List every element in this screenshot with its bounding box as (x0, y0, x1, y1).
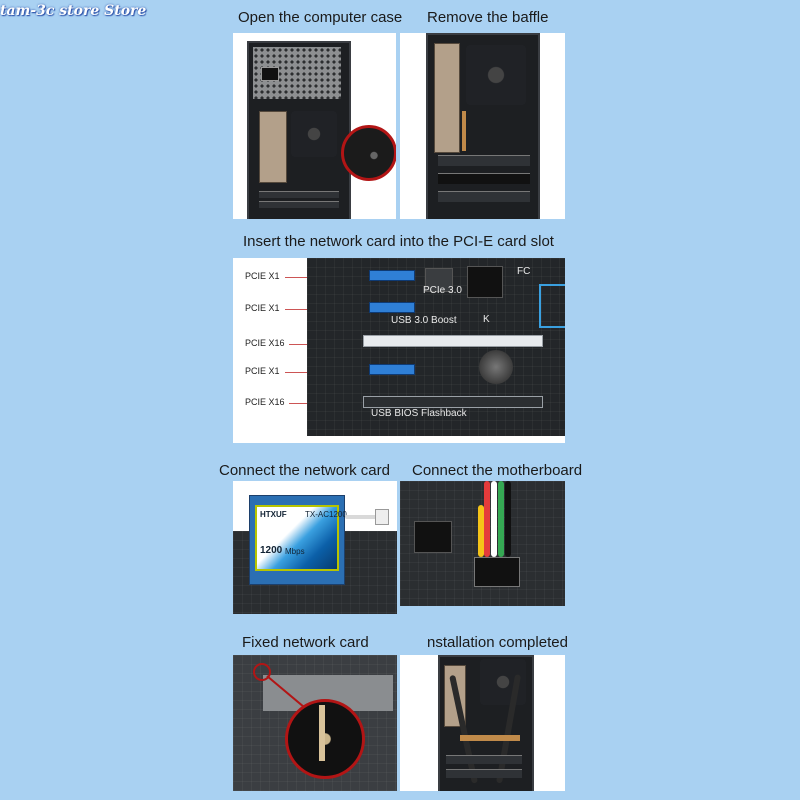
usb-connector (375, 509, 389, 525)
card-brand: HTXUF (260, 510, 287, 519)
slot-cover (259, 201, 339, 208)
board-graphic (539, 284, 565, 328)
io-shield (434, 43, 460, 153)
caption-open-case: Open the computer case (238, 9, 403, 26)
label-pcie30: PCIe 3.0 (423, 285, 462, 296)
power-socket (261, 67, 279, 81)
caption-insert-card: Insert the network card into the PCI-E c… (243, 233, 554, 250)
cmos-battery (479, 350, 513, 384)
usb-cable (345, 515, 385, 519)
case-fan (466, 45, 526, 105)
slot-label-pcie-x1: PCIE X1 (245, 303, 280, 313)
caption-remove-baffle: Remove the baffle (427, 9, 549, 26)
usb-header-connector (474, 557, 520, 587)
card-bracket (460, 735, 520, 741)
pcie-x1-slot (369, 302, 415, 313)
motherboard: PCIe 3.0 USB 3.0 Boost USB BIOS Flashbac… (307, 258, 565, 436)
chipset (467, 266, 503, 298)
slot-cover (446, 769, 522, 778)
leader-line (285, 372, 307, 373)
caption-fixed-card: Fixed network card (242, 634, 369, 651)
label-k: K (483, 314, 490, 325)
leader-line (289, 403, 307, 404)
slot-cover (438, 191, 530, 202)
card-speed: 1200 (260, 545, 283, 556)
label-fc: FC (517, 266, 531, 277)
photo-fixed-card (233, 655, 397, 791)
antenna-connector (319, 705, 325, 761)
chip (414, 521, 452, 553)
pcie-x1-slot (369, 364, 415, 375)
leader-line (289, 344, 307, 345)
open-slot (438, 173, 530, 184)
label-usb30-boost: USB 3.0 Boost (391, 315, 457, 326)
slot-cover (259, 191, 339, 198)
caption-connect-motherboard: Connect the motherboard (412, 462, 583, 479)
slot-cover (438, 155, 530, 166)
cable-red (484, 481, 490, 557)
network-card-label: HTXUF TX-AC1200 1200 Mbps (255, 505, 347, 571)
leader-line (285, 277, 307, 278)
pcie-x16-slot (363, 335, 543, 347)
pcie-x16-slot (363, 396, 543, 408)
photo-remove-baffle (400, 33, 565, 219)
cable-yellow (478, 505, 484, 557)
screw-zoom-highlight (285, 699, 365, 779)
store-watermark: tam-3c store Store (0, 3, 147, 19)
pcie-x1-slot (369, 270, 415, 281)
photo-motherboard-slots: PCIE X1 PCIE X1 PCIE X16 PCIE X1 PCIE X1… (233, 258, 565, 443)
bracket-edge (462, 111, 466, 151)
screw-zoom-highlight (341, 125, 396, 181)
cable-white (491, 481, 497, 557)
io-shield (259, 111, 287, 183)
card-speed-unit: Mbps (285, 547, 305, 556)
slot-label-pcie-x16: PCIE X16 (245, 397, 285, 407)
case-fan (291, 111, 337, 157)
label-usb-bios-flashback: USB BIOS Flashback (371, 408, 467, 419)
photo-connect-card: HTXUF TX-AC1200 1200 Mbps (233, 481, 397, 614)
slot-label-pcie-x1: PCIE X1 (245, 366, 280, 376)
cable-green (498, 481, 504, 557)
chip (425, 268, 453, 292)
leader-line (285, 309, 307, 310)
photo-installation-completed (400, 655, 565, 791)
card-model: TX-AC1200 (305, 510, 347, 519)
slot-label-pcie-x16: PCIE X16 (245, 338, 285, 348)
cable-black (505, 481, 511, 557)
slot-label-pcie-x1: PCIE X1 (245, 271, 280, 281)
slot-cover (446, 755, 522, 764)
caption-installation-completed: nstallation completed (427, 634, 568, 651)
photo-connect-motherboard (400, 481, 565, 606)
photo-open-case (233, 33, 396, 219)
screw-highlight (253, 663, 271, 681)
caption-connect-card: Connect the network card (219, 462, 390, 479)
